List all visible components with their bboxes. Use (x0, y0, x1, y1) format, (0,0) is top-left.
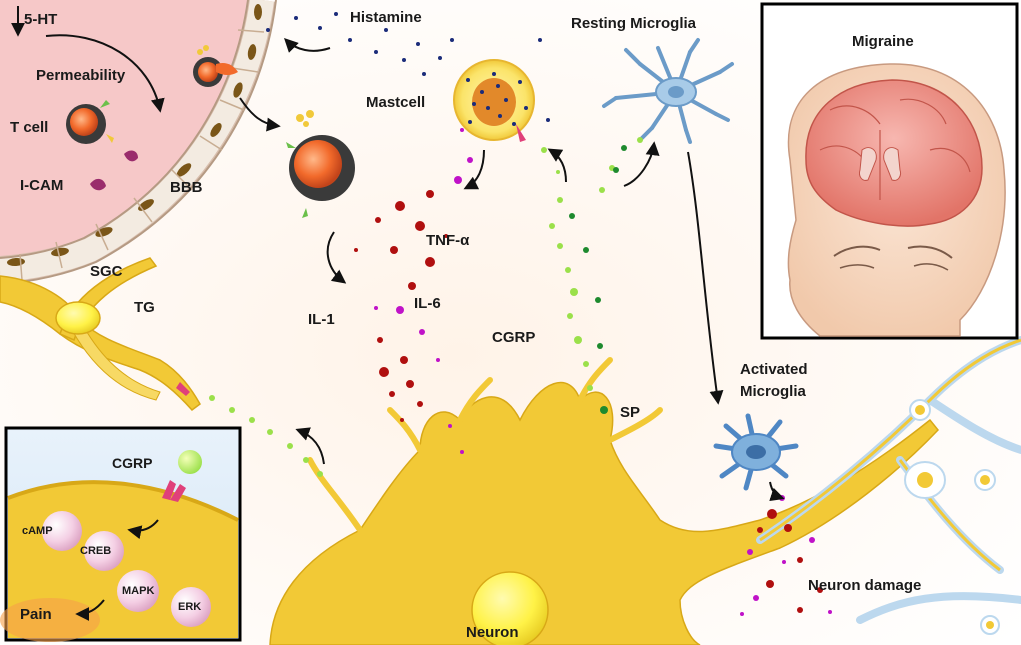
activated-t-cell (286, 110, 355, 218)
inset-label-camp: cAMP (22, 525, 53, 537)
inset-label-creb: CREB (80, 545, 112, 557)
histamine-dots (266, 12, 550, 122)
label-mastcell: Mastcell (366, 94, 426, 111)
cgrp-dots (209, 137, 643, 477)
label-sgc: SGC (90, 263, 123, 280)
label-bbb: BBB (170, 179, 203, 196)
migraine-panel (760, 2, 1019, 340)
activated-microglia-nucleus (746, 445, 766, 459)
inset-label-erk: ERK (178, 601, 202, 613)
trigeminal-ganglion-neuron (0, 257, 201, 412)
tnf-dots (354, 190, 823, 613)
label-histamine: Histamine (350, 9, 422, 26)
inset-label-pain: Pain (20, 606, 52, 623)
label-tg: TG (134, 299, 155, 316)
label-cgrp: CGRP (492, 329, 536, 346)
label-tnf-alpha: TNF-α (426, 232, 470, 249)
label-permeability: Permeability (36, 67, 126, 84)
schwann-cells (904, 399, 1000, 635)
t-cell (66, 100, 114, 144)
inset-label-cgrp: CGRP (112, 455, 153, 471)
label-neuron: Neuron (466, 624, 519, 641)
label-sp: SP (620, 404, 641, 421)
label-i-cam: I-CAM (20, 177, 64, 194)
label-il-6: IL-6 (414, 295, 441, 312)
label-activated-microglia-line1: Activated (740, 361, 808, 378)
label-activated-microglia-line2: Microglia (740, 383, 806, 400)
label-migraine: Migraine (852, 33, 914, 50)
arrows (45, 34, 785, 502)
neuron (269, 357, 939, 645)
resting-microglia-nucleus (668, 86, 684, 98)
sp-dots (569, 145, 627, 414)
label-il-1: IL-1 (308, 311, 335, 328)
label-resting-microglia: Resting Microglia (571, 15, 697, 32)
transmigrating-t-cell (193, 45, 238, 87)
label-t-cell: T cell (10, 119, 49, 136)
inset-label-mapk: MAPK (122, 585, 155, 597)
label-5-ht: 5-HT (24, 11, 58, 28)
resting-microglia (602, 38, 734, 144)
label-neuron-damage: Neuron damage (808, 577, 922, 594)
icam-molecule (90, 178, 106, 191)
icam-molecule (124, 150, 138, 162)
mast-cell (453, 59, 535, 142)
signaling-inset (0, 426, 242, 642)
cgrp-receptor (176, 382, 190, 396)
